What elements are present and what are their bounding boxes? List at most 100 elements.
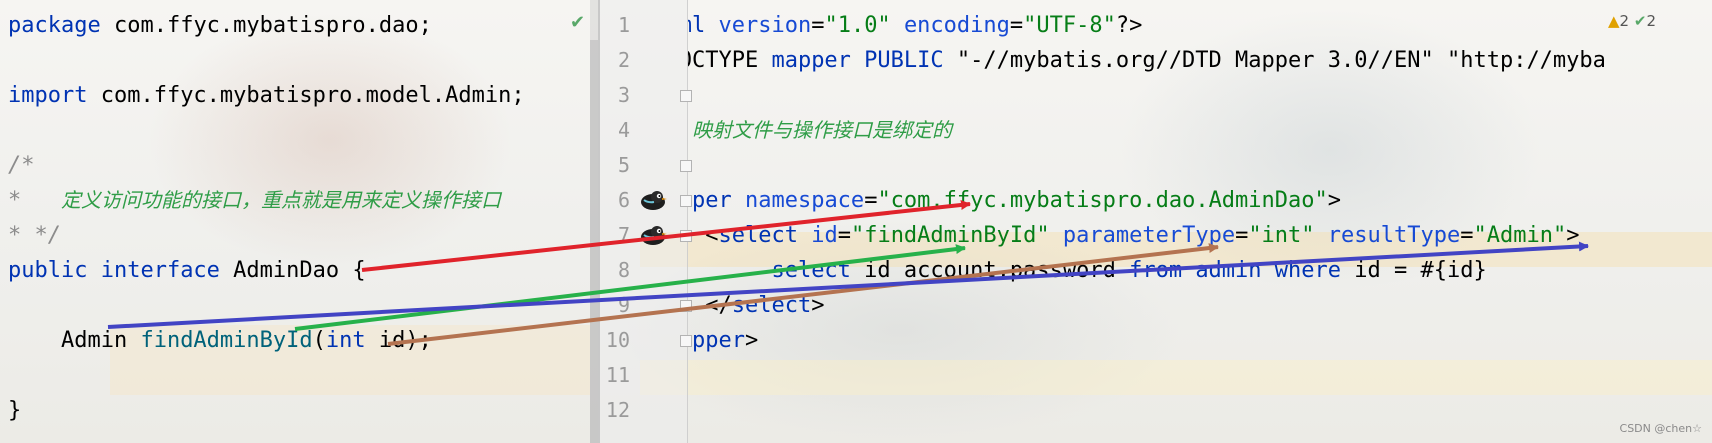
java-line-1[interactable]: package com.ffyc.mybatispro.dao;	[8, 8, 432, 43]
xml-token: select	[771, 258, 865, 283]
ok-count: 2	[1646, 12, 1656, 30]
line-number: 6	[617, 188, 630, 212]
java-token: package	[8, 13, 114, 38]
java-line-6[interactable]: * 定义访问功能的接口，重点就是用来定义操作接口	[8, 183, 501, 218]
warning-triangle-icon: ▲	[1608, 12, 1620, 30]
left-editor-scrollbar-thumb[interactable]	[590, 40, 598, 443]
xml-line-8[interactable]: select id account,password from admin wh…	[688, 253, 1487, 288]
xml-token: "int"	[1248, 223, 1328, 248]
xml-token: =	[1009, 13, 1024, 38]
fold-marker-icon[interactable]	[680, 90, 692, 102]
check-icon[interactable]: ✔	[570, 12, 586, 33]
xml-token: mapper	[688, 328, 745, 353]
xml-token: encoding	[903, 13, 1010, 38]
java-line-5[interactable]: /*	[8, 148, 35, 183]
java-token: Admin	[8, 328, 141, 353]
xml-token: id	[811, 223, 838, 248]
java-token: /*	[8, 153, 35, 178]
line-number: 2	[617, 48, 630, 72]
fold-marker-icon[interactable]	[680, 230, 692, 242]
java-token: findAdminById	[140, 328, 313, 353]
fold-marker-icon[interactable]	[680, 300, 692, 312]
xml-token: >	[744, 328, 759, 353]
line-number: 3	[617, 83, 630, 107]
java-token: 定义访问功能的接口，重点就是用来定义操作接口	[60, 188, 501, 212]
xml-token: admin	[1195, 258, 1275, 283]
xml-line-7[interactable]: <select id="findAdminById" parameterType…	[688, 218, 1579, 253]
xml-token: mapper	[688, 188, 732, 213]
xml-token: "-//mybatis.org//DTD Mapper 3.0//EN"	[956, 48, 1447, 73]
java-token: interface	[100, 258, 234, 283]
xml-token: =	[864, 188, 878, 213]
java-token: import	[8, 83, 101, 108]
xml-token: 映射文件与操作接口是绑定的	[691, 118, 952, 142]
java-token: com.ffyc.mybatispro.model.Admin;	[100, 83, 525, 108]
left-editor-java[interactable]: package com.ffyc.mybatispro.dao; import c…	[0, 0, 590, 443]
xml-token: xml	[688, 13, 706, 38]
xml-token: PUBLIC	[864, 48, 957, 73]
xml-token: =	[811, 13, 825, 38]
java-token: }	[8, 398, 22, 423]
right-editor-xml[interactable]: <?xml version="1.0" encoding="UTF-8"?><!…	[688, 0, 1712, 443]
xml-line-4[interactable]: 映射文件与操作接口是绑定的	[688, 113, 952, 148]
java-token: public	[8, 258, 101, 283]
xml-token	[688, 258, 771, 283]
double-check-icon: ✔	[1633, 12, 1647, 30]
line-number: 7	[617, 223, 630, 247]
line-number: 11	[605, 363, 630, 387]
java-line-10[interactable]: Admin findAdminById(int id);	[8, 323, 432, 358]
fold-marker-icon[interactable]	[680, 195, 692, 207]
xml-token: from	[1129, 258, 1196, 283]
inspection-status-widget[interactable]: ▲2 ✔2	[1608, 12, 1656, 30]
line-number: 12	[605, 398, 630, 422]
xml-token: "UTF-8"	[1023, 13, 1116, 38]
xml-line-10[interactable]: </mapper>	[688, 323, 758, 358]
xml-token: select	[718, 223, 812, 248]
xml-token: =	[1460, 223, 1474, 248]
java-token: (	[312, 328, 326, 353]
xml-line-1[interactable]: <?xml version="1.0" encoding="UTF-8"?>	[688, 8, 1142, 43]
xml-token: </	[705, 293, 732, 318]
java-token: AdminDao {	[233, 258, 366, 283]
xml-token: id = #{id}	[1354, 258, 1487, 283]
xml-line-2[interactable]: <!DOCTYPE mapper PUBLIC "-//mybatis.org/…	[688, 43, 1606, 78]
xml-token: =	[1235, 223, 1249, 248]
mybatis-bird-icon[interactable]	[638, 189, 668, 211]
java-token: *	[8, 188, 61, 213]
line-number: 8	[617, 258, 630, 282]
xml-token: id account,password	[864, 258, 1130, 283]
xml-token: resultType	[1327, 223, 1461, 248]
java-line-7[interactable]: * */	[8, 218, 61, 253]
xml-token: <	[705, 223, 719, 248]
java-line-8[interactable]: public interface AdminDao {	[8, 253, 366, 288]
xml-token: "Admin"	[1473, 223, 1567, 248]
fold-marker-icon[interactable]	[680, 160, 692, 172]
java-token: int	[325, 328, 379, 353]
xml-token: =	[837, 223, 851, 248]
xml-token: where	[1274, 258, 1355, 283]
line-number: 4	[617, 118, 630, 142]
java-line-3[interactable]: import com.ffyc.mybatispro.model.Admin;	[8, 78, 525, 113]
right-caret-line-highlight	[640, 360, 1712, 395]
xml-token: >	[811, 293, 825, 318]
line-number: 9	[617, 293, 630, 317]
xml-line-9[interactable]: </select>	[688, 288, 824, 323]
xml-token: ?>	[1115, 13, 1143, 38]
xml-token: parameterType	[1062, 223, 1236, 248]
line-number: 5	[617, 153, 630, 177]
xml-token: "findAdminById"	[850, 223, 1063, 248]
java-token: id);	[378, 328, 432, 353]
xml-line-6[interactable]: <mapper namespace="com.ffyc.mybatispro.d…	[688, 183, 1341, 218]
fold-marker-icon[interactable]	[680, 335, 692, 347]
mybatis-bird-icon[interactable]	[638, 224, 668, 246]
xml-token: "http://myba	[1446, 48, 1606, 73]
watermark: CSDN @chen☆	[1619, 422, 1702, 435]
xml-token: >	[1327, 188, 1342, 213]
xml-token: "1.0"	[824, 13, 904, 38]
java-line-12[interactable]: }	[8, 393, 21, 428]
line-number: 10	[605, 328, 630, 352]
xml-token: namespace	[744, 188, 865, 213]
java-token: * */	[8, 223, 61, 248]
xml-token: >	[1566, 223, 1580, 248]
xml-token: "com.ffyc.mybatispro.dao.AdminDao"	[877, 188, 1328, 213]
